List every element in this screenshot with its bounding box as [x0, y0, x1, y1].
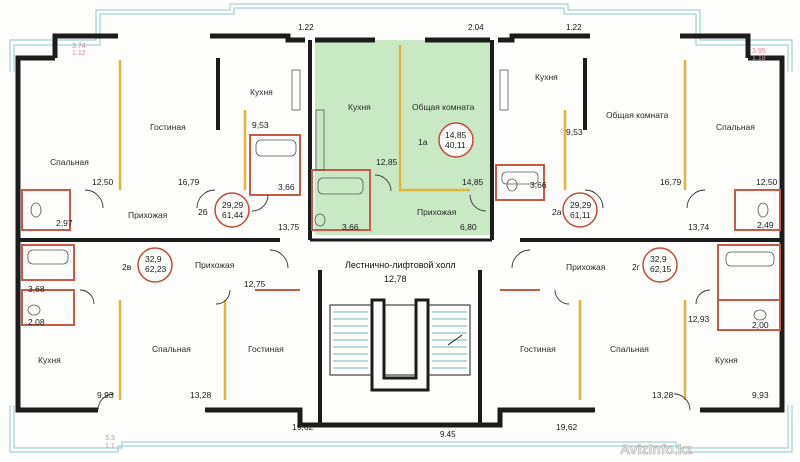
partitions-yellow — [118, 45, 687, 400]
room-2g-bedroom: Спальная — [610, 344, 649, 354]
room-1a-kitchen: Кухня — [348, 102, 371, 112]
apt-2b-total: 61,44 — [222, 210, 244, 220]
apt-2v-number: 2в — [122, 262, 132, 272]
room-2v-living-area: 19,62 — [292, 422, 314, 432]
room-2b-wc-area: 2,97 — [56, 218, 73, 228]
room-2a-bath-area: 3,66 — [530, 180, 547, 190]
room-1a-living-area: 14,85 — [462, 177, 484, 187]
room-2v-bath-area: 3,68 — [28, 284, 45, 294]
apt-2g-living-total: 32,9 — [650, 254, 667, 264]
interior-walls — [18, 40, 782, 425]
room-2g-living: Гостиная — [520, 344, 556, 354]
dim-bottom-left-num: 3.3 — [105, 435, 115, 442]
room-1a-hall: Прихожая — [417, 207, 457, 217]
room-2a-corridor-area: 13,74 — [688, 222, 710, 232]
apt-1a-total: 40,11 — [445, 140, 466, 150]
apt-2v-total: 62,23 — [145, 264, 167, 274]
room-2b-bath-area: 3,66 — [278, 182, 295, 192]
watermark-text: AvizInfo.kz — [620, 441, 693, 457]
room-2v-kitchen: Кухня — [38, 355, 61, 365]
room-2g-wc-area: 2,00 — [752, 320, 769, 330]
room-2a-living: Общая комната — [606, 110, 669, 120]
apt-2v-living-total: 32,9 — [145, 254, 162, 264]
room-1a-bath-area: 3,66 — [342, 222, 359, 232]
dim-top-center: 2.04 — [468, 23, 484, 32]
dim-left-balcony-top: 3.74 — [72, 43, 86, 50]
apt-2a-living-total: 29,29 — [570, 200, 592, 210]
room-2a-living-area: 16,79 — [660, 177, 682, 187]
dim-bottom-left-num2: 1.1 — [105, 443, 115, 450]
apt-2g-number: 2г — [632, 262, 640, 272]
apt-2b-living-total: 29,29 — [222, 200, 244, 210]
fixtures — [27, 69, 775, 321]
room-2g-hall-area: 12,93 — [688, 314, 710, 324]
apt-2a-number: 2а — [552, 207, 562, 217]
room-2a-bedroom-area: 12,50 — [756, 177, 778, 187]
room-2b-kitchen: Кухня — [250, 87, 273, 97]
room-2a-kitchen-area: 9,53 — [566, 127, 583, 137]
apt-1a-living-total: 14,85 — [445, 130, 467, 140]
apt-2g-total: 62,15 — [650, 264, 672, 274]
room-2g-kitchen-area: 9,93 — [752, 390, 769, 400]
apt-2b-number: 2б — [198, 207, 208, 217]
room-2b-hall-area: 13,75 — [278, 222, 300, 232]
room-2v-hall-area: 12,75 — [244, 279, 266, 289]
room-2b-living: Гостиная — [150, 122, 186, 132]
room-2a-kitchen: Кухня — [535, 72, 558, 82]
room-1a-living: Общая комната — [412, 102, 475, 112]
room-2v-kitchen-area: 9,93 — [97, 390, 114, 400]
room-1a-kitchen-area: 12,85 — [376, 157, 398, 167]
room-2b-living-area: 16,79 — [178, 177, 200, 187]
door-swings — [79, 174, 711, 411]
dim-top-right: 1.22 — [566, 23, 582, 32]
apartment-markers — [137, 122, 678, 283]
dim-right-balcony-bottom: 1.18 — [752, 55, 766, 62]
partitions-red — [21, 134, 781, 331]
room-2b-kitchen-area: 9,53 — [252, 120, 269, 130]
room-2a-bedroom: Спальная — [716, 122, 755, 132]
hall-name: Лестнично-лифтовой холл — [345, 260, 456, 270]
room-2g-bedroom-area: 13,28 — [652, 390, 674, 400]
balcony-outlines — [9, 3, 793, 453]
room-2g-living-area: 19,62 — [556, 422, 578, 432]
dim-top-left: 1.22 — [298, 23, 314, 32]
exterior-walls — [15, 33, 785, 428]
room-2v-bedroom-area: 13,28 — [190, 390, 212, 400]
room-2v-living: Гостиная — [248, 344, 284, 354]
room-2v-wc-area: 2,08 — [28, 317, 45, 327]
dim-bottom-center: 9.45 — [440, 430, 456, 439]
hall-area: 12,78 — [384, 274, 407, 284]
room-2b-bedroom: Спальная — [50, 157, 89, 167]
apt-1a-number: 1а — [418, 137, 428, 147]
apt-2a-total: 61,11 — [570, 210, 591, 220]
room-2b-hall: Прихожая — [128, 210, 168, 220]
room-2b-bedroom-area: 12,50 — [92, 177, 114, 187]
stair-core — [329, 298, 471, 392]
dim-right-balcony-top: 3.95 — [752, 48, 766, 55]
room-2g-hall: Прихожая — [566, 262, 606, 272]
room-2v-bedroom: Спальная — [152, 344, 191, 354]
room-2g-kitchen: Кухня — [715, 355, 738, 365]
room-2a-wc-area: 2,49 — [757, 220, 774, 230]
room-1a-hall-area: 6,80 — [460, 222, 477, 232]
room-2v-hall: Прихожая — [195, 260, 235, 270]
dim-left-balcony-bottom: 1.12 — [72, 50, 86, 57]
